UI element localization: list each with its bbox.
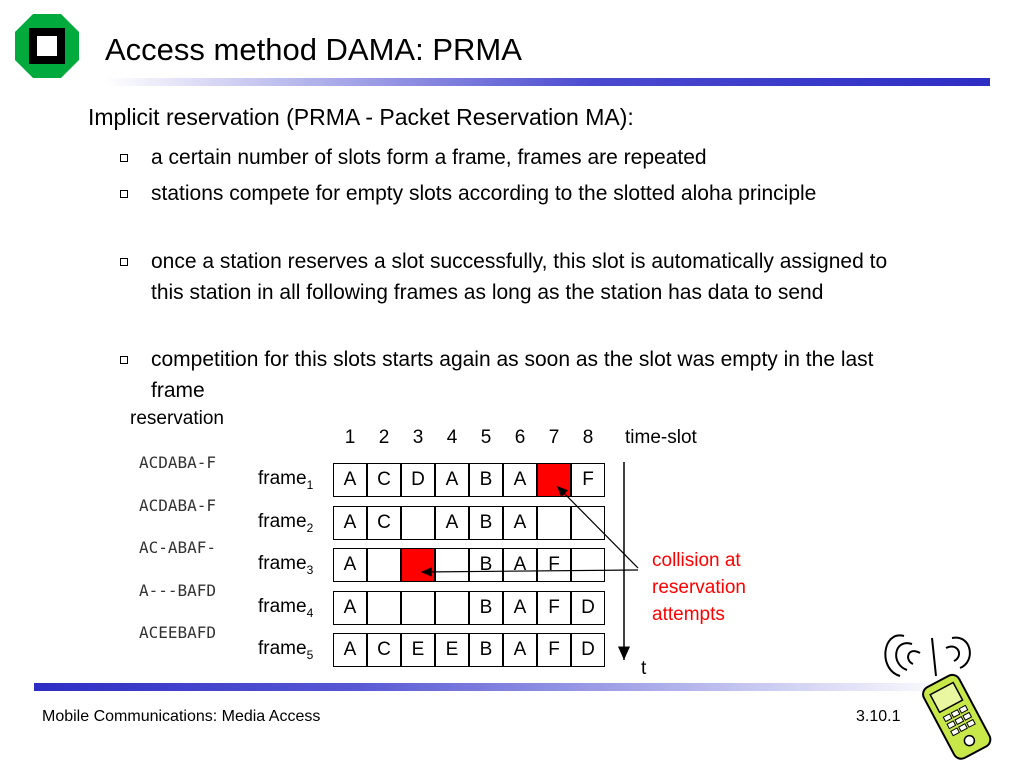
slot-cell xyxy=(401,590,435,625)
footer-slide-number: 3.10.1 xyxy=(856,708,901,725)
slot-cell: C xyxy=(367,463,401,497)
square-bullet-icon xyxy=(120,190,128,198)
slot-cell: C xyxy=(367,633,401,667)
collision-annotation-line: collision at xyxy=(652,550,741,571)
reservation-sequence: ACDABA-F xyxy=(139,495,217,515)
reservation-sequence: AC-ABAF- xyxy=(139,538,217,557)
slot-number-7: 7 xyxy=(548,427,560,448)
slot-cell: B xyxy=(469,505,503,540)
frame-label: frame1 xyxy=(258,468,314,492)
slot-cell: F xyxy=(537,548,571,582)
footer-course-title: Mobile Communications: Media Access xyxy=(42,708,321,725)
slot-cell: A xyxy=(503,548,537,582)
slot-number-6: 6 xyxy=(514,427,526,448)
slot-cell xyxy=(571,505,605,540)
slot-cell: A xyxy=(333,548,367,582)
mobile-phone-icon xyxy=(884,634,992,760)
reservation-column-label: reservation xyxy=(130,408,224,429)
slot-number-3: 3 xyxy=(412,427,424,448)
slot-cell: A xyxy=(435,505,469,540)
slot-cell: A xyxy=(333,590,367,625)
slot-cell: A xyxy=(333,633,367,667)
bullet-text: once a station reserves a slot successfu… xyxy=(151,250,888,304)
reservation-sequence: ACEEBAFD xyxy=(139,623,217,642)
slot-cell: C xyxy=(367,505,401,540)
slot-cell: F xyxy=(537,590,571,625)
section-heading: Implicit reservation (PRMA - Packet Rese… xyxy=(88,104,634,130)
bullet-text: stations compete for empty slots accordi… xyxy=(151,182,817,205)
slot-cell: F xyxy=(537,633,571,667)
slot-cell xyxy=(367,548,401,582)
slot-cell xyxy=(367,590,401,625)
frame-label: frame3 xyxy=(258,553,314,577)
slot-cell: B xyxy=(469,463,503,497)
slot-cell: E xyxy=(401,633,435,667)
slot-cell: A xyxy=(503,505,537,540)
collision-annotation: collision at reservation attempts xyxy=(652,547,746,628)
title-underline-bar xyxy=(105,78,990,86)
slide-title: Access method DAMA: PRMA xyxy=(105,32,522,67)
slot-number-4: 4 xyxy=(446,427,458,448)
square-bullet-icon xyxy=(120,356,128,364)
slot-cell xyxy=(537,505,571,540)
frame-label: frame5 xyxy=(258,638,314,662)
collision-annotation-line: attempts xyxy=(652,604,725,625)
collision-arrow-frame1 xyxy=(556,485,639,569)
time-axis-label: t xyxy=(641,658,647,679)
slot-cell: B xyxy=(469,590,503,625)
slot-cell: E xyxy=(435,633,469,667)
slot-cell: F xyxy=(571,463,605,497)
slot-number-8: 8 xyxy=(582,427,594,448)
university-logo xyxy=(15,14,79,78)
slot-cell: A xyxy=(435,463,469,497)
slot-cell xyxy=(571,548,605,582)
bullet-text: competition for this slots starts again … xyxy=(151,348,874,402)
slot-cell: B xyxy=(469,548,503,582)
slot-number-1: 1 xyxy=(344,427,356,448)
slot-cell: A xyxy=(333,463,367,497)
collision-annotation-line: reservation xyxy=(652,577,746,598)
square-bullet-icon xyxy=(120,154,128,162)
slot-number-2: 2 xyxy=(378,427,390,448)
frame-label: frame4 xyxy=(258,595,314,620)
slot-cell: D xyxy=(571,590,605,625)
slot-cell xyxy=(435,590,469,625)
bullet-text: a certain number of slots form a frame, … xyxy=(151,146,707,169)
collision-arrow-frame3 xyxy=(420,567,639,577)
slot-cell: D xyxy=(571,633,605,667)
slot-cell: D xyxy=(401,463,435,497)
slot-cell: B xyxy=(469,633,503,667)
footer-bar xyxy=(34,683,954,691)
slot-cell: A xyxy=(503,633,537,667)
slot-cell xyxy=(435,548,469,582)
time-slot-label: time-slot xyxy=(625,427,697,448)
slot-cell xyxy=(401,505,435,540)
slot-cell: A xyxy=(503,590,537,625)
reservation-sequence: A---BAFD xyxy=(139,580,217,600)
reservation-sequence: ACDABA-F xyxy=(139,453,217,472)
frame-label: frame2 xyxy=(258,510,314,535)
square-bullet-icon xyxy=(120,258,128,266)
slot-number-5: 5 xyxy=(480,427,492,448)
slot-cell: A xyxy=(333,505,367,540)
slot-cell: A xyxy=(503,463,537,497)
